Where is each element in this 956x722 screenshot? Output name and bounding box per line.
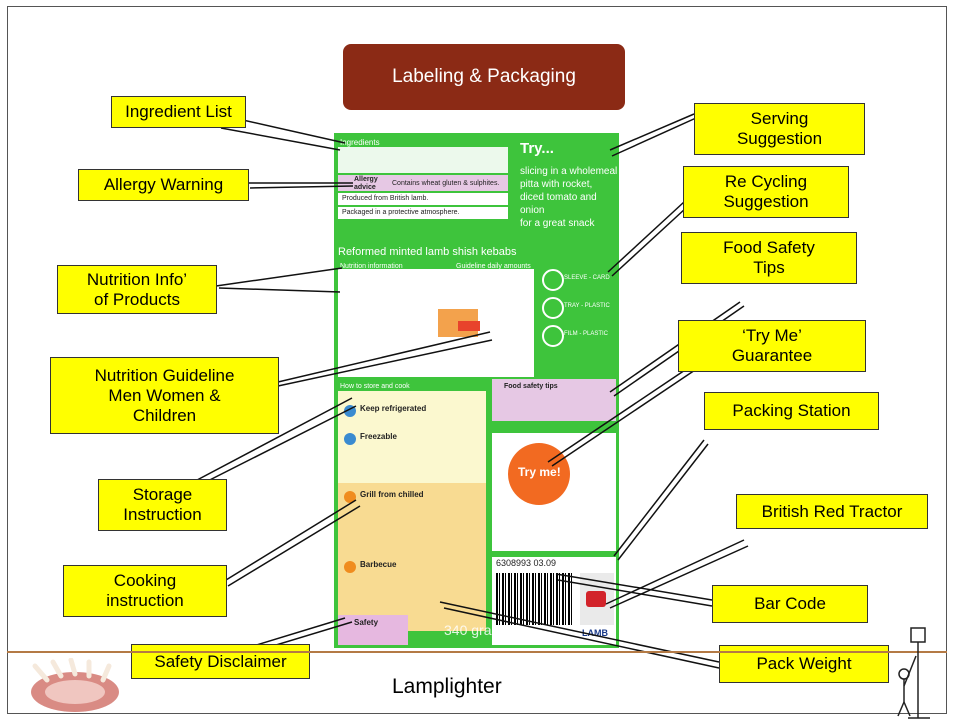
callout-allergy-warning: Allergy Warning: [78, 169, 249, 201]
allergy-text: Contains wheat gluten & sulphites.: [392, 180, 500, 187]
product-name: Reformed minted lamb shish kebabs: [338, 246, 517, 258]
safety-block: [338, 615, 408, 645]
barcode-number: 6308993 03.09: [496, 558, 557, 568]
recycle-icon: [542, 297, 564, 319]
recycle-sleeve: SLEEVE - CARD: [564, 275, 610, 281]
packaged-text: Packaged in a protective atmosphere.: [342, 209, 460, 216]
slide-title: Labeling & Packaging: [343, 44, 625, 110]
nutrition-highlight-red: [458, 321, 480, 331]
barbecue: Barbecue: [360, 560, 397, 569]
produced-block: [338, 193, 508, 205]
recycle-film: FILM - PLASTIC: [564, 331, 609, 337]
ingredients-heading: Ingredients: [340, 138, 380, 147]
callout-nutrition-info: Nutrition Info’ of Products: [57, 265, 217, 314]
lamb-label: LAMB: [582, 628, 608, 638]
food-safety-heading: Food safety tips: [504, 383, 558, 390]
callout-safety-disclaimer: Safety Disclaimer: [131, 644, 310, 679]
callout-serving-suggestion: Serving Suggestion: [694, 103, 865, 155]
callout-nutrition-guideline: Nutrition Guideline Men Women & Children: [50, 357, 279, 434]
safety-label: Safety: [354, 618, 379, 627]
allergy-block: [338, 175, 508, 191]
slide-frame: [7, 6, 947, 714]
keep-refrigerated: Keep refrigerated: [360, 404, 427, 413]
callout-try-me-guarantee: ‘Try Me’ Guarantee: [678, 320, 866, 372]
footer-divider: [7, 651, 947, 653]
callout-recycling-suggestion: Re Cycling Suggestion: [683, 166, 849, 218]
callout-british-red-tractor: British Red Tractor: [736, 494, 928, 529]
nutrition-table: [338, 269, 534, 377]
grill-from-chilled: Grill from chilled: [360, 490, 424, 499]
freezable: Freezable: [360, 432, 397, 441]
package-label-photo: Ingredients Allergy advice Contains whea…: [334, 133, 619, 648]
food-safety-block: [492, 379, 616, 421]
callout-packing-station: Packing Station: [704, 392, 879, 430]
packaged-block: [338, 207, 508, 219]
nutrition-heading: Nutrition information: [340, 263, 403, 270]
recycle-icon: [542, 269, 564, 291]
recycle-tray: TRAY - PLASTIC: [564, 303, 610, 309]
ingredients-block: [338, 147, 508, 173]
recycle-panel: SLEEVE - CARD TRAY - PLASTIC FILM - PLAS…: [542, 269, 616, 369]
freezer-icon: [344, 433, 356, 445]
callout-cooking-instruction: Cooking instruction: [63, 565, 227, 617]
bbq-icon: [344, 561, 356, 573]
recycle-icon: [542, 325, 564, 347]
try-me-logo-text: Try me!: [518, 465, 561, 479]
grill-icon: [344, 491, 356, 503]
callout-bar-code: Bar Code: [712, 585, 868, 623]
try-text: slicing in a wholemeal pitta with rocket…: [520, 166, 618, 229]
footer-text: Lamplighter: [392, 675, 502, 698]
red-tractor-icon: [586, 591, 606, 607]
callout-storage-instruction: Storage Instruction: [98, 479, 227, 531]
try-heading: Try...: [520, 140, 554, 157]
produced-text: Produced from British lamb.: [342, 195, 429, 202]
callout-food-safety-tips: Food Safety Tips: [681, 232, 857, 284]
lamb-chops-icon: [31, 658, 119, 712]
allergy-label: Allergy advice: [354, 176, 378, 191]
guideline-heading: Guideline daily amounts: [456, 263, 531, 270]
lamplighter-icon: [897, 627, 930, 719]
store-heading: How to store and cook: [340, 383, 410, 390]
callout-ingredient-list: Ingredient List: [111, 96, 246, 128]
